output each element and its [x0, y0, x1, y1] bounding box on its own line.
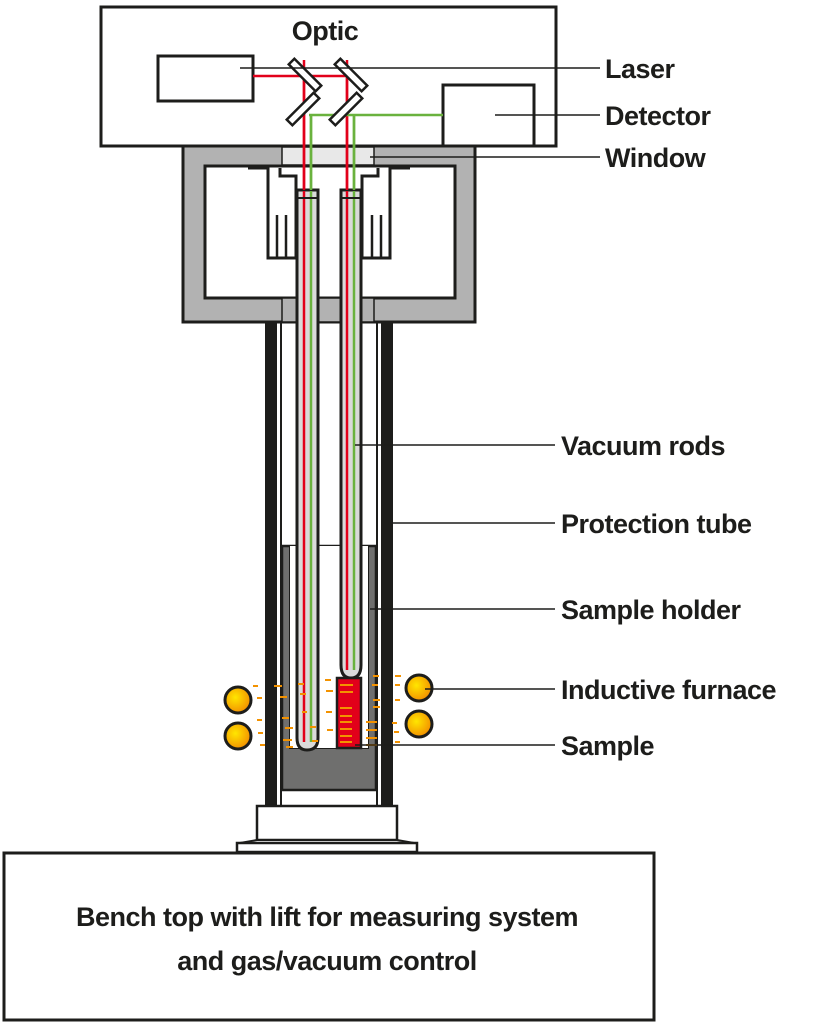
protection-tube-label: Protection tube: [561, 509, 752, 539]
pedestal: [235, 804, 419, 854]
sample: [335, 676, 363, 750]
bench-label-line1: Bench top with lift for measuring system: [76, 902, 578, 932]
laser-box: [156, 54, 255, 103]
bench-label-line2: and gas/vacuum control: [177, 946, 477, 976]
sample-label: Sample: [561, 731, 655, 761]
bench-top: [2, 851, 656, 1022]
window: [281, 146, 375, 166]
laser-label: Laser: [605, 54, 676, 84]
window-label: Window: [605, 143, 707, 173]
mirrors: [284, 56, 370, 128]
leader-lines: [240, 67, 600, 746]
heat-marks: [253, 675, 401, 748]
detector-beam: [309, 113, 443, 190]
inductive-furnace-coils: [223, 673, 434, 751]
sample-holder-label: Sample holder: [561, 595, 742, 625]
optic-label: Optic: [292, 16, 359, 46]
vacuum-rods-label: Vacuum rods: [561, 431, 725, 461]
inductive-furnace-label: Inductive furnace: [561, 675, 777, 705]
housing: [181, 144, 477, 324]
detector-label: Detector: [605, 101, 712, 131]
